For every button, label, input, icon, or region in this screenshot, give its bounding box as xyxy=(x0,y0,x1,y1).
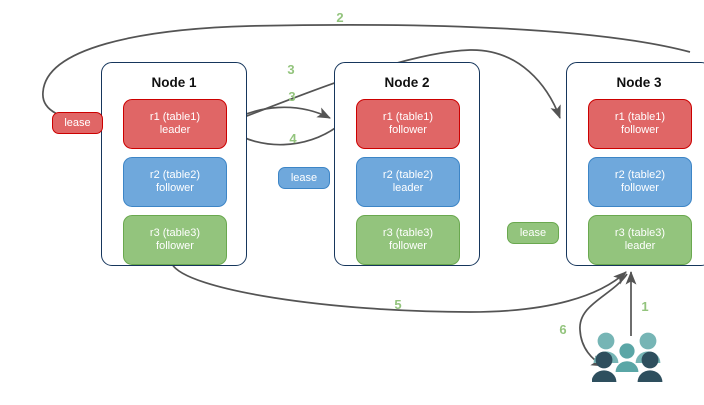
replica-r2-node3[interactable]: r2 (table2) follower xyxy=(588,157,692,207)
replica-name: r1 (table1) xyxy=(382,110,434,123)
lease-label: lease xyxy=(290,172,318,184)
step-label-6: 6 xyxy=(559,322,567,337)
node-container-1[interactable]: Node 1 r1 (table1) leader r2 (table2) fo… xyxy=(101,62,247,266)
step-label-2: 2 xyxy=(336,10,344,25)
replica-role: follower xyxy=(389,124,427,136)
replica-r2-node2[interactable]: r2 (table2) leader xyxy=(356,157,460,207)
replica-name: r1 (table1) xyxy=(149,110,201,123)
replica-role: follower xyxy=(621,124,659,136)
replica-r3-node2[interactable]: r3 (table3) follower xyxy=(356,215,460,265)
replica-name: r3 (table3) xyxy=(382,226,434,239)
node-title: Node 1 xyxy=(151,75,197,90)
lease-label: lease xyxy=(64,117,91,129)
node-container-3[interactable]: Node 3 r1 (table1) follower r2 (table2) … xyxy=(566,62,704,266)
lease-badge-table1[interactable]: lease xyxy=(52,112,103,134)
step-label-1: 1 xyxy=(641,299,649,314)
replica-role: leader xyxy=(624,240,656,252)
replica-r3-node3[interactable]: r3 (table3) leader xyxy=(588,215,692,265)
lease-label: lease xyxy=(519,227,547,239)
arrow-step-4 xyxy=(231,125,339,146)
replica-role: follower xyxy=(389,240,427,252)
replica-role: follower xyxy=(156,240,194,252)
replica-r3-node1[interactable]: r3 (table3) follower xyxy=(123,215,227,265)
step-label-5: 5 xyxy=(394,297,402,312)
users-group-icon xyxy=(591,330,672,386)
replica-name: r3 (table3) xyxy=(149,226,201,239)
replica-name: r1 (table1) xyxy=(614,110,666,123)
replica-name: r2 (table2) xyxy=(149,168,201,181)
replica-role: follower xyxy=(621,182,659,194)
lease-badge-table3[interactable]: lease xyxy=(507,222,559,244)
replica-r1-node1[interactable]: r1 (table1) leader xyxy=(123,99,227,149)
replica-role: follower xyxy=(156,182,194,194)
step-label-3-upper: 3 xyxy=(287,62,295,77)
replica-name: r3 (table3) xyxy=(614,226,666,239)
node-container-2[interactable]: Node 2 r1 (table1) follower r2 (table2) … xyxy=(334,62,480,266)
node-title: Node 2 xyxy=(384,75,430,90)
person-front-right xyxy=(637,351,663,382)
replica-name: r2 (table2) xyxy=(614,168,666,181)
replica-name: r2 (table2) xyxy=(382,168,434,181)
lease-badge-table2[interactable]: lease xyxy=(278,167,330,189)
node-title: Node 3 xyxy=(616,75,662,90)
replica-r2-node1[interactable]: r2 (table2) follower xyxy=(123,157,227,207)
replica-role: leader xyxy=(392,182,424,194)
person-center xyxy=(615,343,639,372)
step-label-4: 4 xyxy=(289,131,297,146)
replica-r1-node2[interactable]: r1 (table1) follower xyxy=(356,99,460,149)
step-label-3-lower: 3 xyxy=(288,89,296,104)
replica-role: leader xyxy=(159,124,191,136)
person-front-left xyxy=(591,351,617,382)
replica-r1-node3[interactable]: r1 (table1) follower xyxy=(588,99,692,149)
